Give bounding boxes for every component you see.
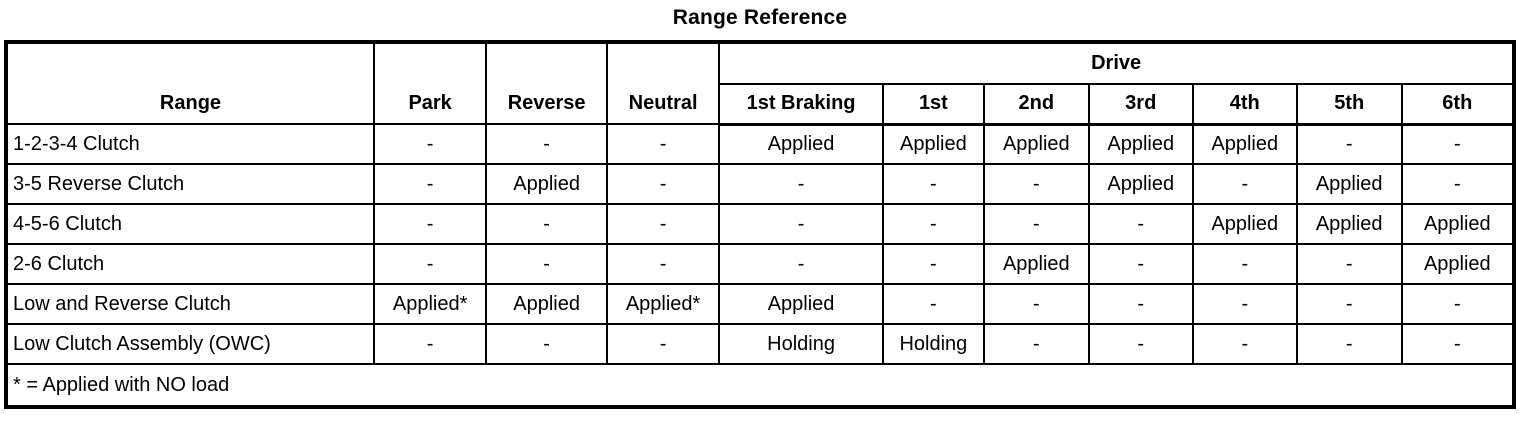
cell-neutral: -: [605, 163, 721, 205]
header-row-drive-gears: 1st Braking 1st 2nd 3rd 4th 5th 6th: [6, 83, 1516, 126]
cell-park: -: [372, 163, 488, 205]
cell-4th: -: [1191, 163, 1298, 205]
cell-6th: -: [1400, 163, 1516, 205]
row-label: Low Clutch Assembly (OWC): [5, 323, 375, 365]
cell-4th: -: [1191, 283, 1298, 325]
col-header-1st: 1st: [881, 83, 985, 126]
cell-reverse: -: [485, 323, 608, 365]
cell-neutral: -: [605, 203, 721, 245]
cell-6th: -: [1400, 123, 1516, 165]
table-row: 1-2-3-4 Clutch - - - Applied Applied App…: [5, 123, 1516, 165]
cell-park: Applied*: [372, 283, 488, 325]
col-header-3rd: 3rd: [1087, 83, 1194, 126]
cell-3rd: -: [1087, 323, 1194, 365]
row-label: 3-5 Reverse Clutch: [5, 163, 375, 205]
cell-5th: -: [1295, 283, 1403, 325]
cell-1st-braking: -: [718, 163, 884, 205]
cell-2nd: -: [982, 323, 1090, 365]
cell-park: -: [372, 323, 488, 365]
cell-5th: -: [1295, 123, 1403, 165]
cell-4th: -: [1191, 323, 1298, 365]
col-header-2nd: 2nd: [982, 83, 1090, 126]
cell-3rd: -: [1087, 283, 1194, 325]
cell-1st: Holding: [881, 323, 985, 365]
cell-1st: -: [881, 243, 985, 285]
cell-1st: -: [881, 283, 985, 325]
table-footer: * = Applied with NO load: [5, 363, 1515, 408]
cell-park: -: [372, 243, 488, 285]
cell-2nd: Applied: [982, 243, 1090, 285]
cell-1st: Applied: [881, 123, 985, 165]
cell-neutral: -: [605, 243, 721, 285]
cell-reverse: -: [485, 203, 608, 245]
col-header-6th: 6th: [1400, 83, 1516, 126]
cell-1st-braking: Applied: [718, 123, 884, 165]
cell-neutral: -: [605, 323, 721, 365]
cell-1st: -: [881, 163, 985, 205]
cell-2nd: -: [982, 203, 1090, 245]
table-row: Low and Reverse Clutch Applied* Applied …: [5, 283, 1516, 325]
table-header: Range Park Reverse Neutral Drive 1st Bra…: [5, 41, 1516, 126]
col-header-range: Range: [5, 41, 375, 125]
range-reference-table: Range Park Reverse Neutral Drive 1st Bra…: [4, 40, 1516, 409]
row-label: 1-2-3-4 Clutch: [5, 123, 375, 165]
table-row: 3-5 Reverse Clutch - Applied - - - - App…: [5, 163, 1516, 205]
cell-1st-braking: Applied: [718, 283, 884, 325]
cell-5th: Applied: [1295, 203, 1403, 245]
cell-2nd: -: [982, 283, 1090, 325]
cell-5th: -: [1295, 243, 1403, 285]
cell-reverse: -: [485, 243, 608, 285]
cell-park: -: [372, 203, 488, 245]
cell-1st-braking: -: [718, 203, 884, 245]
cell-4th: Applied: [1191, 123, 1298, 165]
cell-6th: -: [1400, 283, 1516, 325]
col-header-reverse: Reverse: [485, 41, 608, 125]
cell-6th: Applied: [1400, 203, 1516, 245]
cell-park: -: [372, 123, 488, 165]
col-header-park: Park: [372, 41, 488, 125]
page-title: Range Reference: [672, 6, 848, 29]
table-row: Low Clutch Assembly (OWC) - - - Holding …: [5, 323, 1516, 365]
cell-reverse: Applied: [485, 163, 608, 205]
col-header-4th: 4th: [1191, 83, 1298, 126]
cell-4th: Applied: [1191, 203, 1298, 245]
cell-1st: -: [881, 203, 985, 245]
row-label: 4-5-6 Clutch: [5, 203, 375, 245]
cell-3rd: -: [1087, 243, 1194, 285]
cell-2nd: -: [982, 163, 1090, 205]
cell-4th: -: [1191, 243, 1298, 285]
footnote-row: * = Applied with NO load: [5, 363, 1515, 408]
cell-neutral: Applied*: [605, 283, 721, 325]
cell-reverse: -: [485, 123, 608, 165]
header-row-top: Range Park Reverse Neutral Drive: [5, 41, 1515, 125]
cell-1st-braking: Holding: [718, 323, 884, 365]
cell-1st-braking: -: [718, 243, 884, 285]
cell-3rd: Applied: [1087, 163, 1194, 205]
table-row: 2-6 Clutch - - - - - Applied - - - Appli…: [5, 243, 1516, 285]
cell-3rd: Applied: [1087, 123, 1194, 165]
table-body: 1-2-3-4 Clutch - - - Applied Applied App…: [5, 123, 1516, 365]
row-label: Low and Reverse Clutch: [5, 283, 375, 325]
col-header-drive: Drive: [718, 41, 1515, 85]
cell-reverse: Applied: [485, 283, 608, 325]
cell-6th: Applied: [1400, 243, 1516, 285]
footnote: * = Applied with NO load: [5, 363, 1515, 408]
col-header-1st-braking: 1st Braking: [718, 83, 884, 126]
col-header-neutral: Neutral: [605, 41, 721, 125]
row-label: 2-6 Clutch: [5, 243, 375, 285]
cell-3rd: -: [1087, 203, 1194, 245]
cell-5th: Applied: [1295, 163, 1403, 205]
col-header-5th: 5th: [1295, 83, 1403, 126]
cell-2nd: Applied: [982, 123, 1090, 165]
table-row: 4-5-6 Clutch - - - - - - - Applied Appli…: [5, 203, 1516, 245]
cell-neutral: -: [605, 123, 721, 165]
cell-6th: -: [1400, 323, 1516, 365]
cell-5th: -: [1295, 323, 1403, 365]
